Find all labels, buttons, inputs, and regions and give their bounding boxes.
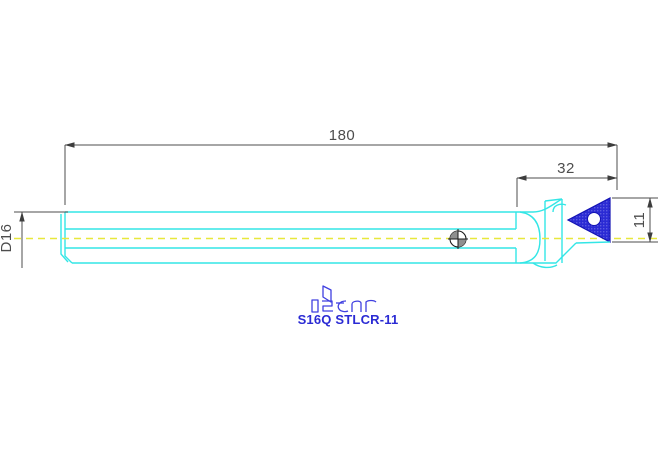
logo-letter-c — [337, 300, 349, 313]
head-left-bulge — [519, 211, 541, 264]
logo-letter-r — [365, 299, 377, 312]
dimension-label-11: 11 — [631, 212, 648, 229]
logo-letter-s — [322, 300, 333, 312]
shank-left-chamfer-line — [60, 214, 69, 263]
head-top-profile — [520, 198, 563, 213]
dimension-label-d16: D16 — [0, 223, 15, 252]
part-number-label: S16Q STLCR-11 — [298, 312, 399, 327]
iscar-logo — [311, 285, 377, 313]
insert-screw-hole — [587, 212, 601, 226]
dimension-overall-length — [64, 142, 618, 205]
clamp-arc — [552, 203, 567, 213]
dimension-head-height — [612, 197, 658, 243]
triangular-carbide-insert — [566, 197, 611, 244]
insert-seat-line — [575, 241, 611, 244]
dimension-shank-diameter — [14, 211, 68, 268]
logo-letter-a — [351, 300, 362, 312]
screw-quadrant-hatch — [450, 231, 466, 247]
dimension-head-length — [516, 175, 618, 207]
logo-letter-i — [311, 299, 319, 313]
part-geometry — [60, 198, 577, 269]
head-bottom-profile — [520, 242, 577, 264]
logo-flag — [322, 285, 332, 303]
insert-clamp-screw — [448, 229, 468, 249]
insert-pocket-ledge — [544, 198, 563, 202]
dimension-label-32: 32 — [557, 160, 575, 177]
dimension-label-180: 180 — [329, 127, 356, 144]
head-relief-arc — [532, 262, 558, 269]
shank-left-end-face — [64, 212, 73, 264]
